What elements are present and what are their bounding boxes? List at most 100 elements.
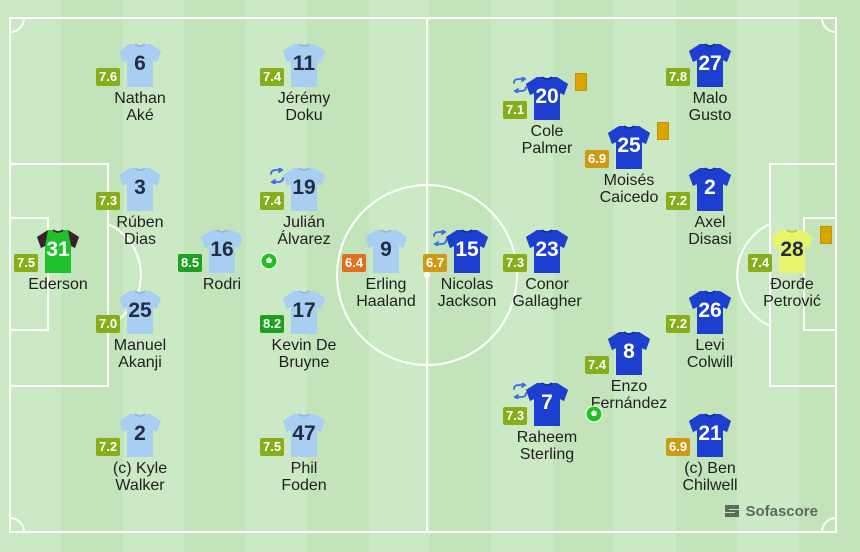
player-name: (c) Kyle Walker <box>112 460 168 494</box>
sofascore-logo-icon <box>725 505 740 517</box>
player-rating: 8.5 <box>178 254 203 272</box>
shirt-number: 6 <box>134 52 146 75</box>
shirt-number: 3 <box>134 176 146 199</box>
player-name: (c) Ben Chilwell <box>682 460 738 494</box>
player-name: Ederson <box>28 276 88 293</box>
player-name: Nathan Aké <box>114 90 166 124</box>
player-name: Đorđe Petrović <box>763 276 821 310</box>
player-name: Raheem Sterling <box>516 429 578 463</box>
sofascore-brand[interactable]: Sofascore <box>723 502 818 520</box>
player-rating: 7.4 <box>748 254 773 272</box>
yellow-card-icon <box>657 122 669 140</box>
player-name: Conor Gallagher <box>512 276 582 310</box>
pitch-stripe <box>614 0 676 552</box>
pitch-stripe <box>368 0 430 552</box>
player-name: Malo Gusto <box>688 90 732 124</box>
shirt-number: 11 <box>292 52 316 75</box>
player-name: Erling Haaland <box>356 276 416 310</box>
shirt-number: 2 <box>134 422 146 445</box>
shirt-number: 25 <box>128 299 152 322</box>
yellow-card-icon <box>575 73 587 91</box>
player-rating: 6.4 <box>342 254 367 272</box>
player-name: Moisés Caicedo <box>599 172 659 206</box>
player-name: Rúben Dias <box>116 214 164 248</box>
player-rating: 7.4 <box>260 192 285 210</box>
player-rating: 8.2 <box>260 315 285 333</box>
pitch-stripe <box>430 0 492 552</box>
player-rating: 7.3 <box>96 192 121 210</box>
player-rating: 7.2 <box>666 192 691 210</box>
pitch-stripe <box>184 0 246 552</box>
shirt-number: 25 <box>617 134 641 157</box>
pitch-stripe <box>61 0 123 552</box>
player-rating: 7.3 <box>503 407 528 425</box>
player-rating: 7.3 <box>503 254 528 272</box>
player-name: Jérémy Doku <box>277 90 331 124</box>
brand-label: Sofascore <box>745 502 818 520</box>
player-name: Manuel Akanji <box>113 337 167 371</box>
shirt-number: 19 <box>292 176 316 199</box>
player-rating: 7.2 <box>666 315 691 333</box>
player-rating: 7.4 <box>585 356 610 374</box>
player-rating: 7.2 <box>96 438 121 456</box>
shirt-number: 2 <box>704 176 716 199</box>
player-name: Phil Foden <box>281 460 327 494</box>
shirt-number: 8 <box>623 340 635 363</box>
shirt-number: 16 <box>210 238 234 261</box>
shirt-number: 21 <box>698 422 722 445</box>
player-name: Julián Álvarez <box>277 214 331 248</box>
shirt-number: 7 <box>541 391 553 414</box>
player-rating: 7.8 <box>666 68 691 86</box>
pitch-stripe <box>122 0 185 552</box>
away-player[interactable]: 21 6.9 (c) Ben Chilwell <box>650 412 770 494</box>
player-rating: 6.9 <box>666 438 691 456</box>
player-name: Rodri <box>202 276 242 293</box>
player-name: Axel Disasi <box>688 214 732 248</box>
player-rating: 7.5 <box>14 254 39 272</box>
shirt-number: 17 <box>292 299 316 322</box>
player-rating: 6.7 <box>423 254 448 272</box>
player-name: Kevin De Bruyne <box>271 337 337 371</box>
shirt-number: 20 <box>535 85 559 108</box>
shirt-number: 23 <box>535 238 559 261</box>
player-name: Levi Colwill <box>686 337 734 371</box>
player-rating: 7.6 <box>96 68 121 86</box>
shirt-number: 28 <box>780 238 804 261</box>
